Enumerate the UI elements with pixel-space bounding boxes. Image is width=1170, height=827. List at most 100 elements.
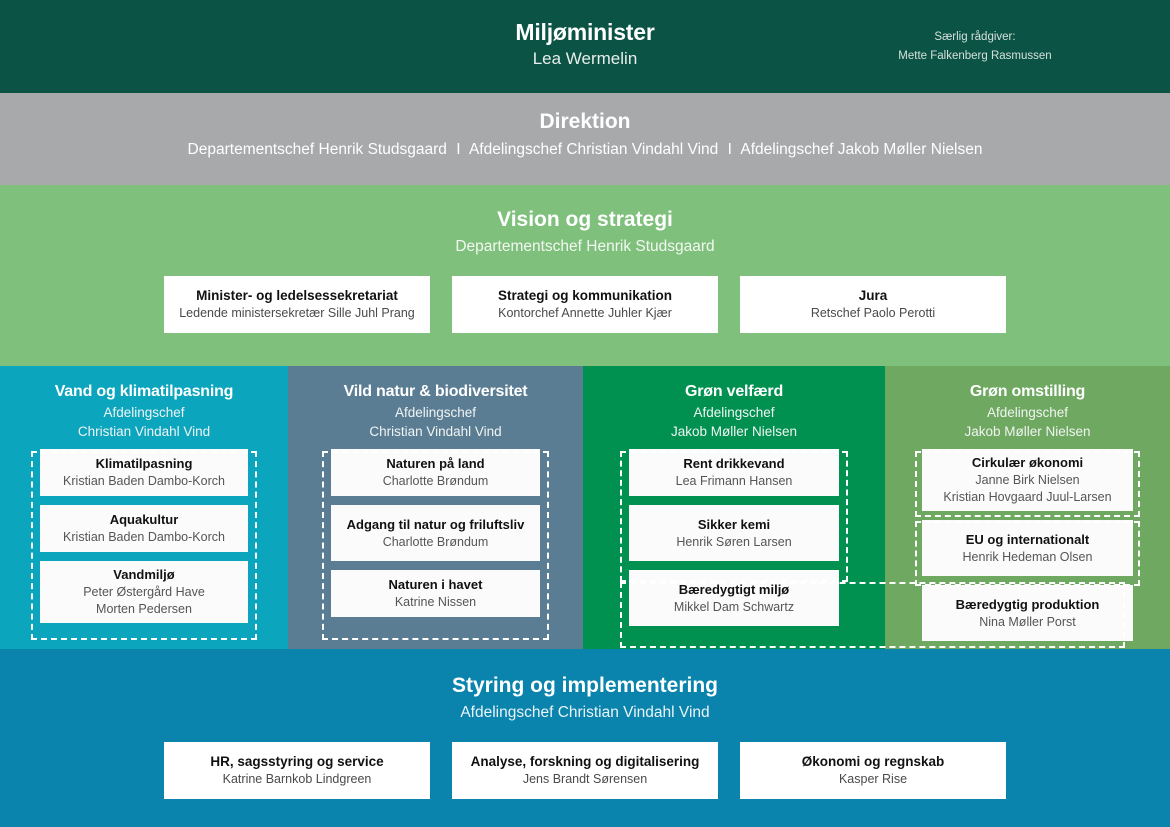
department-role: Afdelingschef <box>693 405 775 420</box>
styring-box-name: Katrine Barnkob Lindgreen <box>222 772 372 786</box>
department-column-gron-omstilling: Grøn omstilling Afdelingschef Jakob Møll… <box>885 366 1170 649</box>
department-title: Vild natur & biodiversitet <box>343 383 528 400</box>
unit-box[interactable]: Sikker kemi Henrik Søren Larsen <box>629 505 839 561</box>
vision-box[interactable]: Minister- og ledelsessekretariat Ledende… <box>164 276 430 333</box>
special-advisor-block: Særlig rådgiver: Mette Falkenberg Rasmus… <box>835 28 1115 66</box>
advisor-role: Særlig rådgiver: <box>934 31 1016 43</box>
unit-box[interactable]: Rent drikkevand Lea Frimann Hansen <box>629 449 839 496</box>
unit-name: Charlotte Brøndum <box>382 534 489 549</box>
direktion-title: Direktion <box>539 110 631 133</box>
unit-title: Rent drikkevand <box>683 456 785 471</box>
department-title: Grøn omstilling <box>969 383 1086 400</box>
direktion-band: Direktion Departementschef Henrik Studsg… <box>0 93 1170 185</box>
styring-band: Styring og implementering Afdelingschef … <box>0 649 1170 827</box>
unit-name-secondary: Kristian Hovgaard Juul-Larsen <box>943 490 1112 504</box>
unit-stack: Cirkulær økonomi Janne Birk Nielsen Kris… <box>885 449 1170 641</box>
styring-title: Styring og implementering <box>451 674 719 697</box>
vision-box[interactable]: Jura Retschef Paolo Perotti <box>740 276 1006 333</box>
unit-name: Henrik Hedeman Olsen <box>962 549 1093 564</box>
styring-box-name: Kasper Rise <box>838 772 908 786</box>
vision-lead: Departementschef Henrik Studsgaard <box>455 238 715 255</box>
direktion-separator-1: I <box>456 141 461 158</box>
department-header: Vild natur & biodiversitet Afdelingschef… <box>288 380 583 441</box>
department-header: Grøn omstilling Afdelingschef Jakob Møll… <box>885 380 1170 441</box>
direktion-member-3: Afdelingschef Jakob Møller Nielsen <box>740 141 983 158</box>
unit-name: Mikkel Dam Schwartz <box>673 599 795 614</box>
direktion-member-1: Departementschef Henrik Studsgaard <box>187 141 447 158</box>
unit-title: Adgang til natur og friluftsliv <box>346 516 525 532</box>
unit-box[interactable]: Cirkulær økonomi Janne Birk Nielsen Kris… <box>922 449 1133 511</box>
styring-box-name: Jens Brandt Sørensen <box>522 772 648 786</box>
vision-band: Vision og strategi Departementschef Henr… <box>0 185 1170 366</box>
unit-title: Sikker kemi <box>697 516 771 532</box>
minister-name: Lea Wermelin <box>532 49 638 68</box>
advisor-name: Mette Falkenberg Rasmussen <box>898 50 1052 62</box>
styring-box-title: Analyse, forskning og digitalisering <box>470 754 700 769</box>
unit-name: Lea Frimann Hansen <box>675 474 793 488</box>
department-column-vild-natur-og-biodiversitet: Vild natur & biodiversitet Afdelingschef… <box>288 366 583 649</box>
minister-band: Miljøminister Lea Wermelin Særlig rådgiv… <box>0 0 1170 93</box>
vision-box[interactable]: Strategi og kommunikation Kontorchef Ann… <box>452 276 718 333</box>
unit-title: Cirkulær økonomi <box>971 455 1084 470</box>
unit-name: Henrik Søren Larsen <box>676 534 792 549</box>
direktion-member-2: Afdelingschef Christian Vindahl Vind <box>468 141 719 158</box>
unit-title: EU og internationalt <box>965 531 1090 547</box>
vision-box-name: Ledende ministersekretær Sille Juhl Pran… <box>179 306 415 320</box>
vision-box-row: Minister- og ledelsessekretariat Ledende… <box>0 276 1170 333</box>
styring-box[interactable]: Analyse, forskning og digitalisering Jen… <box>452 742 718 799</box>
department-role: Afdelingschef <box>986 405 1069 420</box>
vision-box-title: Minister- og ledelsessekretariat <box>196 288 398 303</box>
unit-box[interactable]: Aquakultur Kristian Baden Dambo-Korch <box>40 505 248 552</box>
unit-box[interactable]: Bæredygtigt miljø Mikkel Dam Schwartz <box>629 570 839 626</box>
vision-box-title: Strategi og kommunikation <box>497 288 673 303</box>
styring-box-row: HR, sagsstyring og service Katrine Barnk… <box>0 742 1170 799</box>
styring-lead: Afdelingschef Christian Vindahl Vind <box>460 704 710 721</box>
unit-name: Kristian Baden Dambo-Korch <box>63 474 225 488</box>
unit-name-secondary: Morten Pedersen <box>96 602 192 616</box>
styring-box[interactable]: HR, sagsstyring og service Katrine Barnk… <box>164 742 430 799</box>
unit-box[interactable]: Adgang til natur og friluftsliv Charlott… <box>331 505 540 561</box>
unit-name: Nina Møller Porst <box>979 614 1076 629</box>
direktion-members: Departementschef Henrik Studsgaard I Afd… <box>0 137 1170 163</box>
departments-band: Vand og klimatilpasning Afdelingschef Ch… <box>0 366 1170 649</box>
unit-box[interactable]: Naturen på land Charlotte Brøndum <box>331 449 540 496</box>
unit-box[interactable]: Vandmiljø Peter Østergård Have Morten Pe… <box>40 561 248 623</box>
unit-box[interactable]: Bæredygtig produktion Nina Møller Porst <box>922 585 1133 641</box>
department-header: Vand og klimatilpasning Afdelingschef Ch… <box>0 380 288 441</box>
unit-stack: Rent drikkevand Lea Frimann Hansen Sikke… <box>583 449 885 626</box>
department-header: Grøn velfærd Afdelingschef Jakob Møller … <box>583 380 885 441</box>
unit-title: Aquakultur <box>109 512 179 527</box>
department-chief: Christian Vindahl Vind <box>369 424 502 439</box>
unit-name: Charlotte Brøndum <box>382 474 489 488</box>
unit-title: Bæredygtig produktion <box>955 596 1100 612</box>
unit-box[interactable]: Klimatilpasning Kristian Baden Dambo-Kor… <box>40 449 248 496</box>
unit-title: Naturen på land <box>386 456 485 471</box>
unit-name: Katrine Nissen <box>394 595 477 609</box>
department-column-gron-velfaerd: Grøn velfærd Afdelingschef Jakob Møller … <box>583 366 885 649</box>
vision-box-name: Kontorchef Annette Juhler Kjær <box>498 306 672 320</box>
unit-box[interactable]: EU og internationalt Henrik Hedeman Olse… <box>922 520 1133 576</box>
direktion-separator-2: I <box>727 141 732 158</box>
department-chief: Jakob Møller Nielsen <box>964 424 1091 439</box>
vision-box-name: Retschef Paolo Perotti <box>810 306 936 320</box>
minister-block: Miljøminister Lea Wermelin <box>0 18 1170 72</box>
unit-title: Naturen i havet <box>388 577 483 592</box>
unit-title: Bæredygtigt miljø <box>678 581 790 597</box>
department-chief: Christian Vindahl Vind <box>77 424 211 439</box>
unit-stack: Klimatilpasning Kristian Baden Dambo-Kor… <box>0 449 288 623</box>
department-chief: Jakob Møller Nielsen <box>670 424 798 439</box>
department-title: Vand og klimatilpasning <box>54 383 234 400</box>
department-column-vand-og-klimatilpasning: Vand og klimatilpasning Afdelingschef Ch… <box>0 366 288 649</box>
unit-name: Peter Østergård Have <box>83 585 205 599</box>
unit-box[interactable]: Naturen i havet Katrine Nissen <box>331 570 540 617</box>
styring-box[interactable]: Økonomi og regnskab Kasper Rise <box>740 742 1006 799</box>
minister-title: Miljøminister <box>515 19 655 45</box>
department-role: Afdelingschef <box>394 405 477 420</box>
styring-box-title: Økonomi og regnskab <box>801 754 945 769</box>
unit-stack: Naturen på land Charlotte Brøndum Adgang… <box>288 449 583 617</box>
styring-box-title: HR, sagsstyring og service <box>210 754 384 769</box>
vision-title: Vision og strategi <box>497 208 673 231</box>
unit-name: Kristian Baden Dambo-Korch <box>63 530 225 544</box>
department-title: Grøn velfærd <box>684 383 784 400</box>
